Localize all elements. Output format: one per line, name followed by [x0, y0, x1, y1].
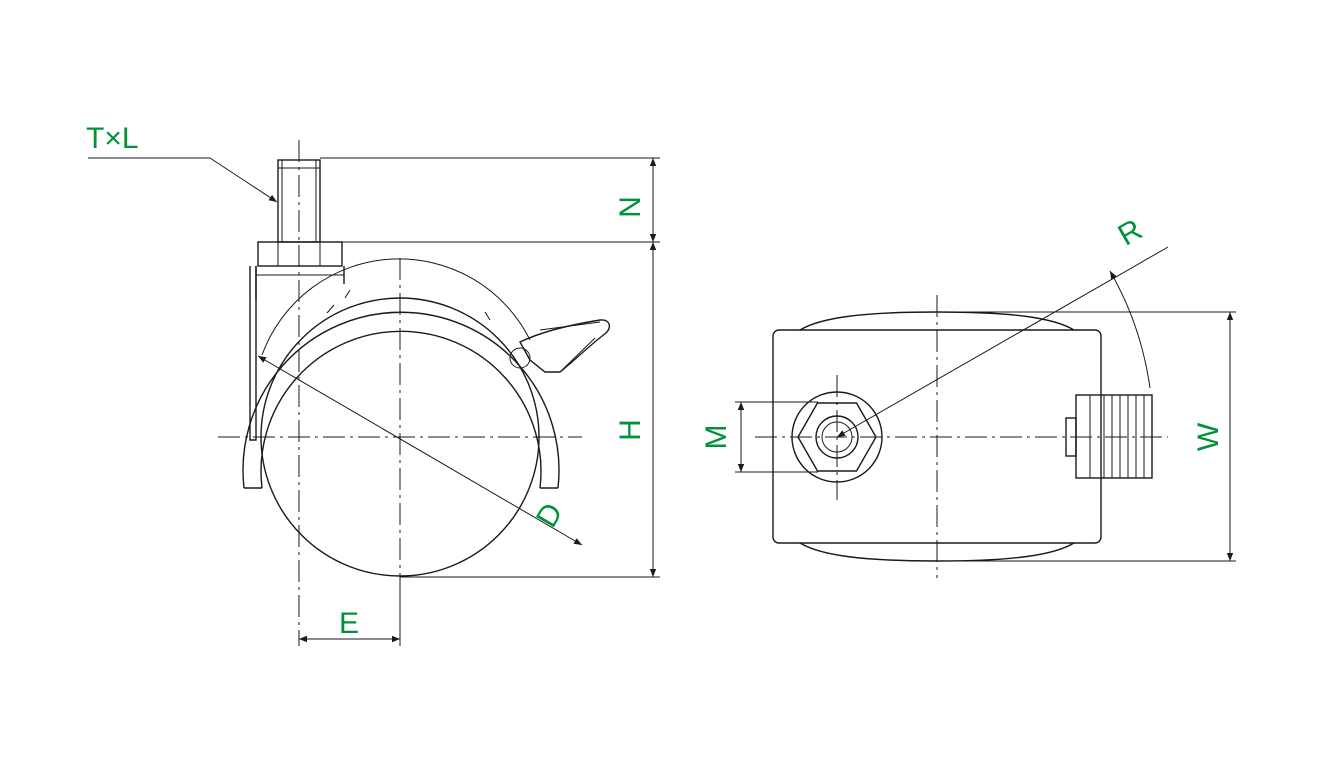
brake-lever	[509, 319, 611, 373]
e-label: E	[339, 607, 359, 640]
swivel-bracket	[249, 266, 345, 441]
d-dimension-line	[257, 355, 583, 546]
side-view	[88, 140, 660, 646]
r-label: R	[1113, 213, 1148, 252]
d-label: D	[530, 498, 569, 533]
w-label: W	[1192, 422, 1225, 451]
dimension-labels: T×L N H D E M R W	[86, 122, 1225, 640]
top-view	[735, 246, 1236, 578]
r-swivel-arc	[1109, 270, 1151, 389]
thread-leader	[88, 157, 278, 203]
r-radius-line	[836, 246, 1169, 438]
thread-label: T×L	[86, 122, 139, 155]
n-h-extension-lines	[320, 157, 660, 578]
n-label: N	[614, 196, 647, 218]
h-label: H	[614, 419, 647, 441]
m-label: M	[700, 425, 733, 450]
w-extension-lines	[937, 311, 1236, 562]
wheel-hood	[242, 258, 560, 489]
m-extension-lines	[735, 401, 818, 473]
hex-nut	[257, 241, 343, 267]
